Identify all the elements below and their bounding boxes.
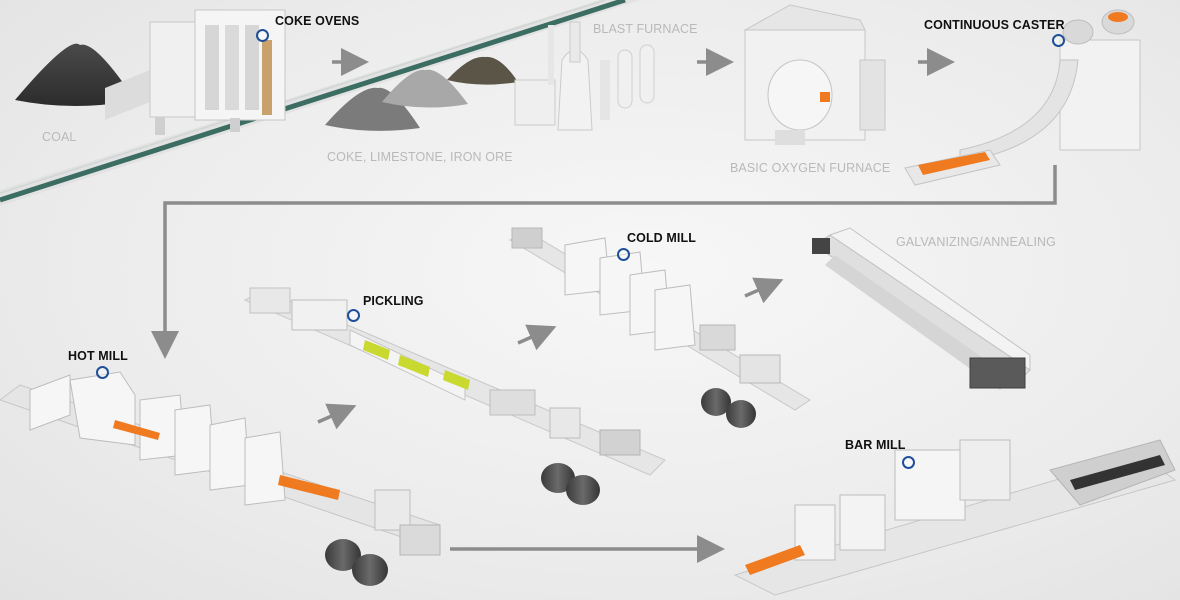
pickling-coils	[541, 463, 600, 505]
label-galvanizing-annealing: GALVANIZING/ANNEALING	[896, 235, 1057, 249]
label-coke-ovens: COKE OVENS	[275, 14, 360, 28]
hotspot-continuous-caster[interactable]	[1052, 34, 1065, 47]
continuous-caster-plant	[904, 9, 1141, 186]
hot-mill-coils	[325, 539, 388, 586]
hotspot-hot-mill[interactable]	[96, 366, 109, 379]
hotspot-coke-ovens[interactable]	[256, 29, 269, 42]
hot-mill-line	[0, 371, 441, 556]
coke-ovens-plant	[105, 9, 286, 135]
arrow-pickling-to-cold-mill	[517, 324, 557, 351]
hotspot-cold-mill[interactable]	[617, 248, 630, 261]
hotspot-bar-mill[interactable]	[902, 456, 915, 469]
label-cold-mill: COLD MILL	[627, 231, 696, 245]
label-hot-mill: HOT MILL	[68, 349, 128, 363]
label-basic-oxygen-furnace: BASIC OXYGEN FURNACE	[730, 161, 891, 175]
raw-material-piles	[325, 56, 518, 131]
bar-mill-line	[733, 439, 1177, 596]
label-blast-furnace: BLAST FURNACE	[593, 22, 698, 36]
pickling-line	[243, 287, 666, 476]
conveyor-belt	[0, 0, 640, 206]
cold-mill-coils	[701, 388, 756, 428]
blast-furnace-plant	[514, 21, 655, 131]
hotspot-pickling[interactable]	[347, 309, 360, 322]
arrow-cold-mill-to-galvanizing	[744, 277, 784, 304]
arrow-hot-mill-to-pickling	[317, 403, 357, 430]
label-coal: COAL	[42, 130, 77, 144]
basic-oxygen-furnace-plant	[743, 4, 886, 145]
label-bar-mill: BAR MILL	[845, 438, 906, 452]
galvanizing-annealing-line	[812, 227, 1031, 390]
label-pickling: PICKLING	[363, 294, 424, 308]
label-continuous-caster: CONTINUOUS CASTER	[924, 18, 1065, 32]
flow-line-caster-to-hot-mill	[151, 165, 1057, 359]
cold-mill-line	[509, 227, 811, 411]
label-coke-limestone-iron-ore: COKE, LIMESTONE, IRON ORE	[327, 150, 513, 164]
